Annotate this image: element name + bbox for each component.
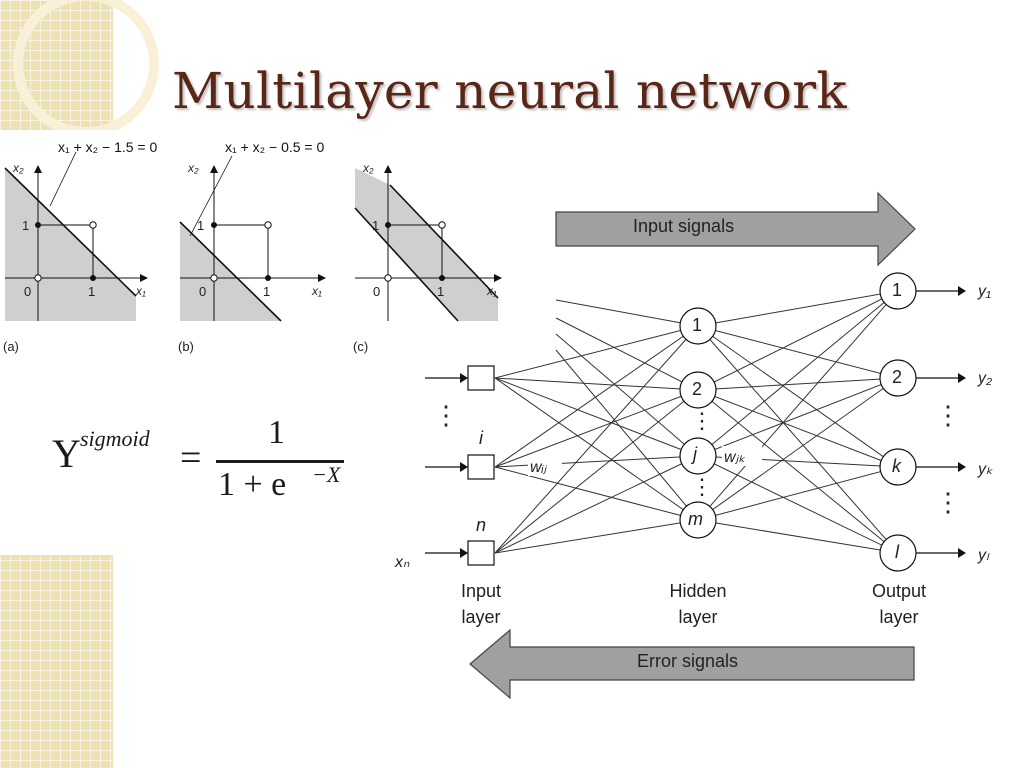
- hidden-layer-label: Hidden layer: [669, 581, 727, 627]
- hidden-node-2-label: 2: [692, 379, 703, 399]
- plot-a-tick-y1: 1: [22, 218, 30, 233]
- plot-a-tick-origin: 0: [24, 284, 32, 299]
- input-node-i: [467, 454, 495, 480]
- plot-c-region: [355, 168, 498, 321]
- plot-b-tick-x1: 1: [263, 284, 271, 299]
- output-node-l-label: l: [895, 542, 899, 562]
- plot-b-tick-y1: 1: [197, 218, 205, 233]
- hidden-node-1: [679, 307, 717, 345]
- input-node-1: [467, 365, 495, 391]
- input-index-n: n: [476, 515, 487, 535]
- plot-b-y-label: x₂: [188, 161, 199, 175]
- input-signals-label: Input signals: [633, 216, 735, 236]
- output-ellipsis-lower: ⋮: [935, 487, 961, 517]
- plot-c-x-label: x₁: [487, 284, 497, 298]
- plot-c-panel-label: (c): [353, 339, 369, 354]
- input-node-n: [467, 540, 495, 566]
- output-node-1-label: 1: [892, 280, 903, 300]
- weight-ij-label: wᵢⱼ: [530, 459, 547, 476]
- output-yk: yₖ: [978, 461, 993, 478]
- plot-a: [4, 151, 148, 321]
- plot-c-tick-y1: 1: [372, 218, 380, 233]
- formula-exponent: −X: [312, 462, 341, 487]
- input-layer-label: Input layer: [460, 581, 502, 627]
- input-ellipsis: ⋮: [433, 400, 459, 430]
- error-signals-label: Error signals: [637, 651, 739, 671]
- formula-equals: =: [180, 437, 202, 479]
- plot-b: [179, 155, 326, 322]
- plot-a-tick-x1: 1: [88, 284, 96, 299]
- hidden-ellipsis-upper: ⋮: [691, 408, 713, 433]
- plot-a-x-label: x₁: [136, 284, 146, 298]
- hidden-node-m-label: m: [688, 509, 703, 529]
- plot-c-tick-x1: 1: [437, 284, 445, 299]
- weight-jk-label: wⱼₖ: [724, 449, 746, 466]
- plot-b-tick-origin: 0: [199, 284, 207, 299]
- plot-b-panel-label: (b): [178, 339, 194, 354]
- hidden-ellipsis-lower: ⋮: [691, 474, 713, 499]
- plot-c: [354, 165, 502, 322]
- formula-denominator: 1 + e: [218, 466, 287, 503]
- plot-b-x-label: x₁: [312, 284, 322, 298]
- hidden-node-j-label: j: [693, 444, 697, 464]
- output-node-k-label: k: [892, 456, 901, 476]
- input-arrows: [425, 377, 462, 554]
- output-ellipsis-upper: ⋮: [935, 400, 961, 430]
- input-hidden-connections: [494, 299, 699, 554]
- plot-b-equation: x₁ + x₂ − 0.5 = 0: [225, 139, 325, 155]
- hidden-node-m: [679, 501, 717, 539]
- plot-a-panel-label: (a): [3, 339, 19, 354]
- hidden-output-connections: [697, 290, 899, 554]
- output-y1: y₁: [978, 283, 992, 300]
- input-index-i: i: [479, 428, 483, 448]
- formula-numerator: 1: [268, 414, 285, 451]
- hidden-node-2: [679, 371, 717, 409]
- decor-strip-bottom: [0, 555, 113, 768]
- slide-title: Multilayer neural network: [172, 62, 847, 120]
- formula-superscript: sigmoid: [80, 426, 150, 451]
- plot-a-equation: x₁ + x₂ − 1.5 = 0: [58, 139, 158, 155]
- output-y2: y₂: [978, 370, 993, 387]
- plot-a-y-label: x₂: [13, 161, 24, 175]
- output-yl: yₗ: [978, 547, 989, 564]
- plot-c-y-label: x₂: [363, 161, 374, 175]
- input-signals-arrow: [555, 191, 916, 267]
- hidden-node-j: [679, 437, 717, 475]
- error-signals-arrow: [469, 628, 915, 700]
- output-layer-label: Output layer: [871, 581, 927, 627]
- input-x-n: xₙ: [395, 554, 410, 571]
- plot-c-tick-origin: 0: [373, 284, 381, 299]
- output-arrows: [916, 290, 960, 554]
- output-node-2-label: 2: [892, 367, 903, 387]
- formula-lhs: Y: [52, 431, 81, 476]
- hidden-node-1-label: 1: [692, 315, 703, 335]
